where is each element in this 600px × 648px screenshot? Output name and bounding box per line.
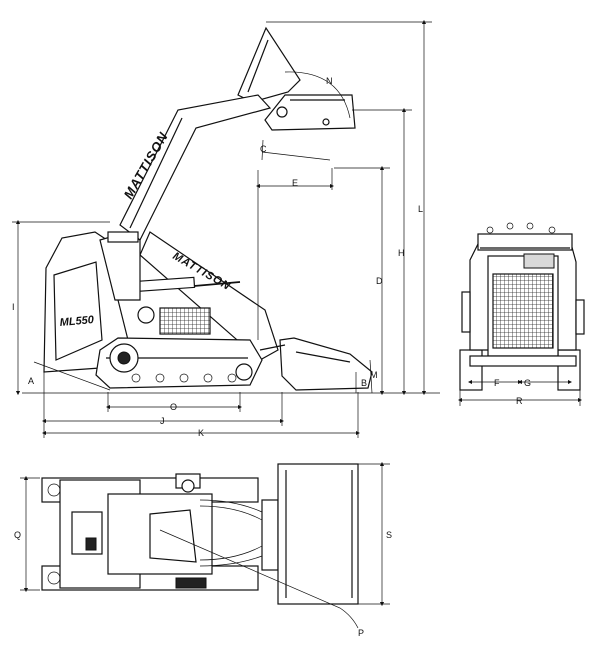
machine-body: ML550: [43, 231, 211, 373]
label-f: F: [494, 378, 500, 388]
top-view: Q S P: [14, 461, 392, 638]
label-r: R: [516, 396, 523, 406]
label-d: D: [376, 276, 383, 286]
label-p: P: [358, 628, 364, 638]
label-n: N: [326, 76, 333, 86]
raised-bucket: [237, 26, 356, 161]
side-labels: N C E L H D I A B M O J K: [12, 76, 423, 438]
label-h: H: [398, 248, 405, 258]
label-l: L: [418, 204, 423, 214]
label-m: M: [370, 370, 378, 380]
label-g: G: [524, 378, 531, 388]
label-k: K: [198, 428, 204, 438]
side-view: MATTISON MATTISON ML550: [12, 19, 440, 438]
label-s: S: [386, 530, 392, 540]
label-c: C: [260, 144, 267, 154]
side-dimensions: [12, 19, 432, 438]
label-q: Q: [14, 530, 21, 540]
track-assembly: [95, 337, 263, 389]
label-o: O: [170, 402, 177, 412]
label-e: E: [292, 178, 298, 188]
label-b: B: [361, 378, 367, 388]
front-view: F G R: [457, 222, 585, 406]
label-j: J: [160, 416, 165, 426]
label-a: A: [28, 376, 34, 386]
lowered-bucket: [259, 337, 373, 391]
label-i: I: [12, 302, 15, 312]
lift-arm: MATTISON MATTISON: [119, 94, 279, 361]
model-text: ML550: [59, 314, 95, 329]
